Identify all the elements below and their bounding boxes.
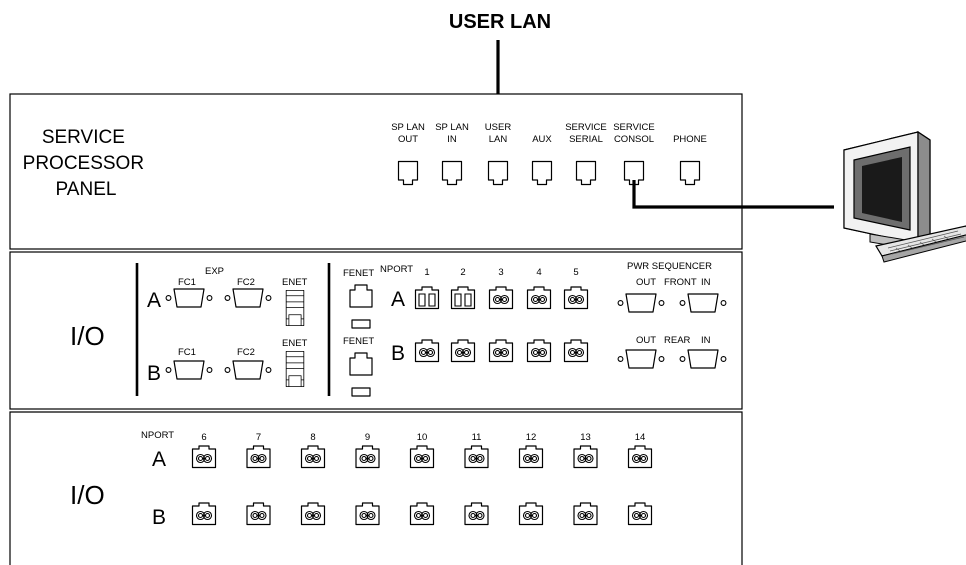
io1-fc2-a-label: FC2 — [237, 277, 255, 288]
nport-14-a-fiber-optic-port-icon[interactable] — [627, 445, 653, 469]
io1-nport-label: NPORT — [380, 264, 413, 275]
io1-exp-label: EXP — [205, 266, 224, 277]
pwr-front-label: FRONT — [664, 277, 697, 288]
fenet-b-port-icon[interactable] — [349, 352, 373, 397]
callout-user-lan: USER LAN — [449, 11, 551, 33]
computer-workstation-icon — [843, 130, 966, 263]
pwr-rear-label: REAR — [664, 335, 691, 346]
nport-1-a-fiber-optic-port-icon[interactable] — [414, 286, 440, 310]
sp-port-label-user-lan-0: USER — [485, 122, 512, 133]
nport-14-b-fiber-optic-port-icon[interactable] — [627, 502, 653, 526]
nport-2-a-fiber-optic-port-icon[interactable] — [450, 286, 476, 310]
io2-nport-number-6: 6 — [201, 432, 206, 443]
io1-fenet-b-label: FENET — [343, 336, 374, 347]
sp-panel-title-line-3: PANEL — [56, 179, 117, 200]
pwr-rear-in-label: IN — [701, 335, 711, 346]
fenet-a-port-icon[interactable] — [349, 284, 373, 329]
sp-port-label-sp-lan-in-0: SP LAN — [435, 122, 469, 133]
io2-nport-label: NPORT — [141, 430, 174, 441]
sp-port-label-service-consol-1: CONSOL — [614, 134, 654, 145]
io1-fc1-b-label: FC1 — [178, 347, 196, 358]
nport-2-b-fiber-optic-port-icon[interactable] — [450, 339, 476, 363]
io2-row-a-label: A — [152, 448, 166, 471]
io1-nport-number-1: 1 — [424, 267, 429, 278]
nport-12-a-fiber-optic-port-icon[interactable] — [518, 445, 544, 469]
sp-panel-title-line-1: SERVICE — [42, 127, 125, 148]
nport-5-a-fiber-optic-port-icon[interactable] — [563, 286, 589, 310]
sp-port-label-sp-lan-in-1: IN — [447, 134, 457, 145]
io1-nport-row-a: A — [391, 288, 405, 311]
nport-8-b-fiber-optic-port-icon[interactable] — [300, 502, 326, 526]
sp-panel-title-line-2: PROCESSOR — [23, 153, 144, 174]
sp-port-label-user-lan-1: LAN — [489, 134, 508, 145]
io1-enet-a-label: ENET — [282, 277, 308, 288]
enet-b-port-icon[interactable] — [285, 350, 305, 388]
io2-nport-number-11: 11 — [472, 432, 482, 443]
io1-nport-number-3: 3 — [498, 267, 503, 278]
io1-nport-number-2: 2 — [460, 267, 465, 278]
nport-11-b-fiber-optic-port-icon[interactable] — [464, 502, 489, 526]
nport-4-a-fiber-optic-port-icon[interactable] — [526, 286, 552, 310]
nport-10-b-fiber-optic-port-icon[interactable] — [409, 502, 435, 526]
io2-nport-group: 6 7 8 9 10 11 12 13 14 — [191, 432, 653, 526]
sp-port-label-service-serial-1: SERIAL — [569, 134, 603, 145]
nport-13-a-fiber-optic-port-icon[interactable] — [573, 445, 598, 469]
service-console-cable — [632, 180, 834, 209]
io1-fc1-a-label: FC1 — [178, 277, 196, 288]
io1-row-a-label: A — [147, 289, 161, 312]
io2-nport-number-8: 8 — [310, 432, 315, 443]
io1-nport-number-4: 4 — [536, 267, 541, 278]
io1-nport-group: 1 2 3 4 5 — [414, 267, 589, 363]
svg-text:SERVICE PROCESSOR: SERVICE PROCESSOR PANEL — [23, 127, 150, 200]
sp-port-label-sp-lan-out-0: SP LAN — [391, 122, 425, 133]
nport-10-a-fiber-optic-port-icon[interactable] — [409, 445, 435, 469]
nport-9-b-fiber-optic-port-icon[interactable] — [355, 502, 380, 526]
io2-nport-number-10: 10 — [417, 432, 428, 443]
io1-fenet-a-label: FENET — [343, 268, 374, 279]
io2-nport-number-12: 12 — [526, 432, 537, 443]
nport-11-a-fiber-optic-port-icon[interactable] — [464, 445, 489, 469]
sp-port-label-phone-1: PHONE — [673, 134, 707, 145]
io2-nport-number-9: 9 — [365, 432, 370, 443]
io2-nport-number-13: 13 — [580, 432, 591, 443]
sp-port-label-aux-1: AUX — [532, 134, 552, 145]
io1-row-b-label: B — [147, 362, 161, 385]
sp-port-label-service-serial-0: SERVICE — [565, 122, 607, 133]
io2-nport-number-14: 14 — [635, 432, 646, 443]
nport-3-b-fiber-optic-port-icon[interactable] — [488, 339, 514, 363]
io1-nport-row-b: B — [391, 342, 405, 365]
io1-enet-b-label: ENET — [282, 338, 308, 349]
io-panel-1-title: I/O — [70, 321, 105, 351]
nport-7-b-fiber-optic-port-icon[interactable] — [246, 502, 271, 526]
io-panel-2-title: I/O — [70, 480, 105, 510]
nport-6-a-fiber-optic-port-icon[interactable] — [191, 445, 217, 469]
pwr-rear-out-label: OUT — [636, 335, 656, 346]
io1-nport-number-5: 5 — [573, 267, 578, 278]
sp-port-label-sp-lan-out-1: OUT — [398, 134, 418, 145]
pwr-sequencer-label: PWR SEQUENCER — [627, 261, 712, 272]
nport-13-b-fiber-optic-port-icon[interactable] — [573, 502, 598, 526]
nport-9-a-fiber-optic-port-icon[interactable] — [355, 445, 380, 469]
nport-1-b-fiber-optic-port-icon[interactable] — [414, 339, 440, 363]
io1-fc2-b-label: FC2 — [237, 347, 255, 358]
nport-3-a-fiber-optic-port-icon[interactable] — [488, 286, 514, 310]
nport-4-b-fiber-optic-port-icon[interactable] — [526, 339, 552, 363]
nport-12-b-fiber-optic-port-icon[interactable] — [518, 502, 544, 526]
nport-6-b-fiber-optic-port-icon[interactable] — [191, 502, 217, 526]
io2-row-b-label: B — [152, 506, 166, 529]
sp-port-label-service-consol-0: SERVICE — [613, 122, 655, 133]
pwr-front-in-label: IN — [701, 277, 711, 288]
io-panel-1: I/O A FC1 EXP FC2 ENET B FC1 FC2 ENET FE… — [9, 251, 743, 410]
nport-5-b-fiber-optic-port-icon[interactable] — [563, 339, 589, 363]
nport-8-a-fiber-optic-port-icon[interactable] — [300, 445, 326, 469]
nport-7-a-fiber-optic-port-icon[interactable] — [246, 445, 271, 469]
enet-a-port-icon[interactable] — [285, 289, 305, 327]
io-panel-2: I/O NPORT A B 6 7 8 9 10 11 12 13 14 — [9, 411, 743, 565]
pwr-front-out-label: OUT — [636, 277, 656, 288]
io2-nport-number-7: 7 — [256, 432, 261, 443]
